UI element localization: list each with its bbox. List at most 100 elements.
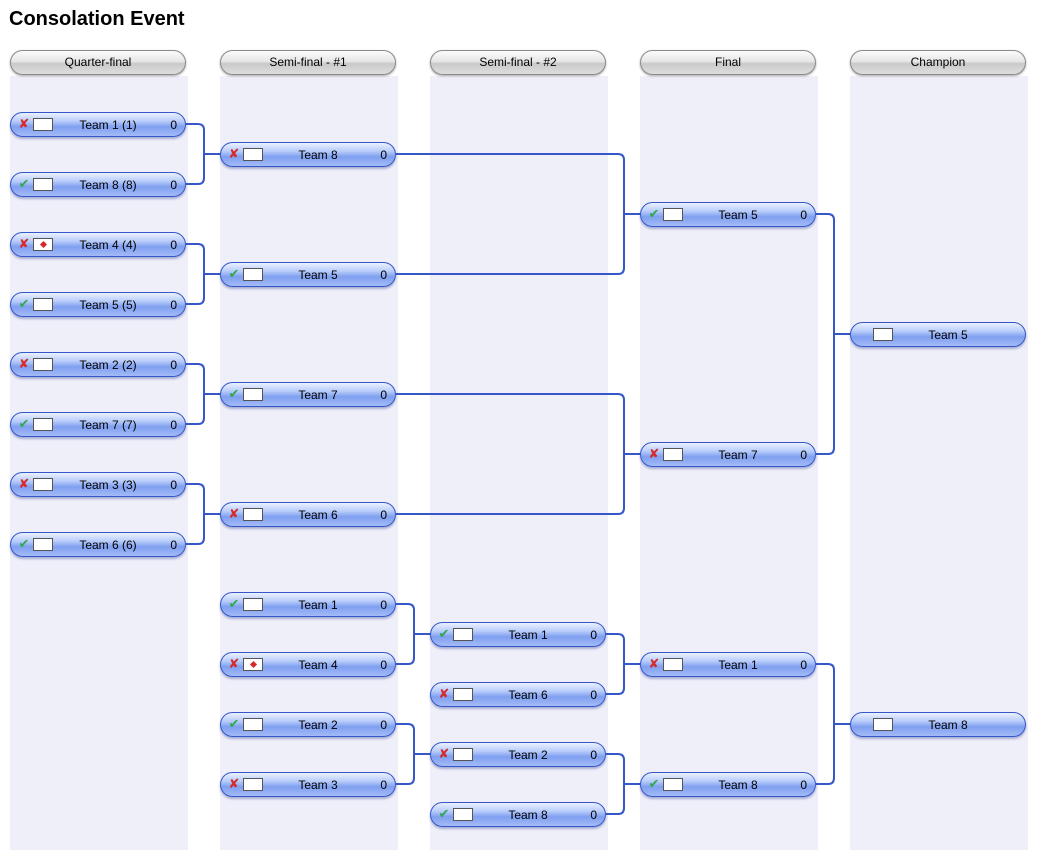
team-score: 0 (170, 418, 177, 432)
team-score: 0 (380, 508, 387, 522)
match-slot-team-2[interactable]: ✘ Team 2 0 (430, 742, 606, 767)
connector (186, 483, 221, 545)
match-slot-team-7[interactable]: ✔ Team 7 (7) 0 (10, 412, 186, 437)
win-check-icon: ✔ (228, 386, 240, 401)
loss-x-icon: ✘ (228, 656, 240, 671)
france-flag-icon (243, 508, 263, 521)
italy-flag-icon (243, 388, 263, 401)
column-header-champion[interactable]: Champion (850, 50, 1026, 75)
russia-flag-icon (663, 658, 683, 671)
connector (396, 603, 431, 665)
match-slot-team-1[interactable]: ✘ Team 1 (1) 0 (10, 112, 186, 137)
team-name: Team 7 (298, 388, 338, 402)
match-slot-team-4[interactable]: ✘ Team 4 (4) 0 (10, 232, 186, 257)
uk-flag-icon (243, 268, 263, 281)
match-slot-team-5[interactable]: ✔ Team 5 (5) 0 (10, 292, 186, 317)
team-name: Team 3 (298, 778, 338, 792)
team-score: 0 (380, 658, 387, 672)
connector (186, 363, 221, 425)
team-name: Team 5 (718, 208, 758, 222)
match-slot-team-4[interactable]: ✘ Team 4 0 (220, 652, 396, 677)
team-name: Team 1 (508, 628, 548, 642)
team-name: Team 2 (2) (79, 358, 137, 372)
match-slot-team-7[interactable]: ✘ Team 7 0 (640, 442, 816, 467)
france-flag-icon (453, 688, 473, 701)
connector (396, 723, 431, 785)
match-slot-team-8[interactable]: ✔ Team 8 0 (430, 802, 606, 827)
match-slot-team-2[interactable]: ✘ Team 2 (2) 0 (10, 352, 186, 377)
win-check-icon: ✔ (648, 206, 660, 221)
match-slot-team-8[interactable]: ✘ Team 8 0 (220, 142, 396, 167)
win-check-icon: ✔ (228, 596, 240, 611)
match-slot-team-7[interactable]: ✔ Team 7 0 (220, 382, 396, 407)
match-slot-team-1[interactable]: ✔ Team 1 0 (430, 622, 606, 647)
win-check-icon: ✔ (18, 536, 30, 551)
column-header-quarter-final[interactable]: Quarter-final (10, 50, 186, 75)
loss-x-icon: ✘ (438, 746, 450, 761)
italy-flag-icon (663, 448, 683, 461)
uk-flag-icon (663, 208, 683, 221)
team-name: Team 8 (508, 808, 548, 822)
uk-flag-icon (873, 328, 893, 341)
team-score: 0 (170, 478, 177, 492)
match-slot-team-5[interactable]: ✔ Team 5 0 (640, 202, 816, 227)
match-slot-team-5[interactable]: ✔ Team 5 0 (220, 262, 396, 287)
team-score: 0 (380, 268, 387, 282)
column-header-final[interactable]: Final (640, 50, 816, 75)
france-flag-icon (33, 538, 53, 551)
match-slot-team-3[interactable]: ✘ Team 3 0 (220, 772, 396, 797)
column-header-semi-final-2[interactable]: Semi-final - #2 (430, 50, 606, 75)
russia-flag-icon (453, 628, 473, 641)
team-name: Team 5 (928, 328, 968, 342)
match-slot-team-3[interactable]: ✘ Team 3 (3) 0 (10, 472, 186, 497)
team-score: 0 (170, 358, 177, 372)
win-check-icon: ✔ (438, 626, 450, 641)
team-name: Team 2 (298, 718, 338, 732)
match-slot-team-8[interactable]: ✔ Team 8 (8) 0 (10, 172, 186, 197)
team-name: Team 6 (298, 508, 338, 522)
germany-flag-icon (453, 808, 473, 821)
team-score: 0 (380, 598, 387, 612)
team-score: 0 (590, 748, 597, 762)
team-name: Team 5 (5) (79, 298, 137, 312)
match-slot-team-6[interactable]: ✔ Team 6 (6) 0 (10, 532, 186, 557)
canada-flag-icon (33, 238, 53, 251)
match-slot-team-8[interactable]: ✔ Team 8 0 (640, 772, 816, 797)
match-slot-team-1[interactable]: ✘ Team 1 0 (640, 652, 816, 677)
win-check-icon: ✔ (228, 266, 240, 281)
team-score: 0 (590, 808, 597, 822)
usa-flag-icon (243, 718, 263, 731)
win-check-icon: ✔ (18, 176, 30, 191)
loss-x-icon: ✘ (18, 116, 30, 131)
team-name: Team 6 (508, 688, 548, 702)
column-header-semi-final-1[interactable]: Semi-final - #1 (220, 50, 396, 75)
champion-slot-team-5[interactable]: Team 5 (850, 322, 1026, 347)
team-name: Team 3 (3) (79, 478, 137, 492)
team-name: Team 1 (1) (79, 118, 137, 132)
team-name: Team 4 (4) (79, 238, 137, 252)
match-slot-team-6[interactable]: ✘ Team 6 0 (430, 682, 606, 707)
win-check-icon: ✔ (438, 806, 450, 821)
loss-x-icon: ✘ (18, 236, 30, 251)
team-name: Team 4 (298, 658, 338, 672)
team-name: Team 7 (718, 448, 758, 462)
japan-flag-icon (33, 478, 53, 491)
connector (816, 213, 851, 455)
team-name: Team 1 (718, 658, 758, 672)
team-score: 0 (800, 778, 807, 792)
team-name: Team 1 (298, 598, 338, 612)
win-check-icon: ✔ (228, 716, 240, 731)
loss-x-icon: ✘ (228, 506, 240, 521)
germany-flag-icon (873, 718, 893, 731)
match-slot-team-2[interactable]: ✔ Team 2 0 (220, 712, 396, 737)
champion-slot-team-8[interactable]: Team 8 (850, 712, 1026, 737)
win-check-icon: ✔ (18, 416, 30, 431)
column-background (430, 76, 608, 850)
team-score: 0 (380, 718, 387, 732)
page-title: Consolation Event (9, 8, 185, 30)
japan-flag-icon (243, 778, 263, 791)
match-slot-team-1[interactable]: ✔ Team 1 0 (220, 592, 396, 617)
connector (606, 753, 641, 815)
team-score: 0 (380, 388, 387, 402)
match-slot-team-6[interactable]: ✘ Team 6 0 (220, 502, 396, 527)
